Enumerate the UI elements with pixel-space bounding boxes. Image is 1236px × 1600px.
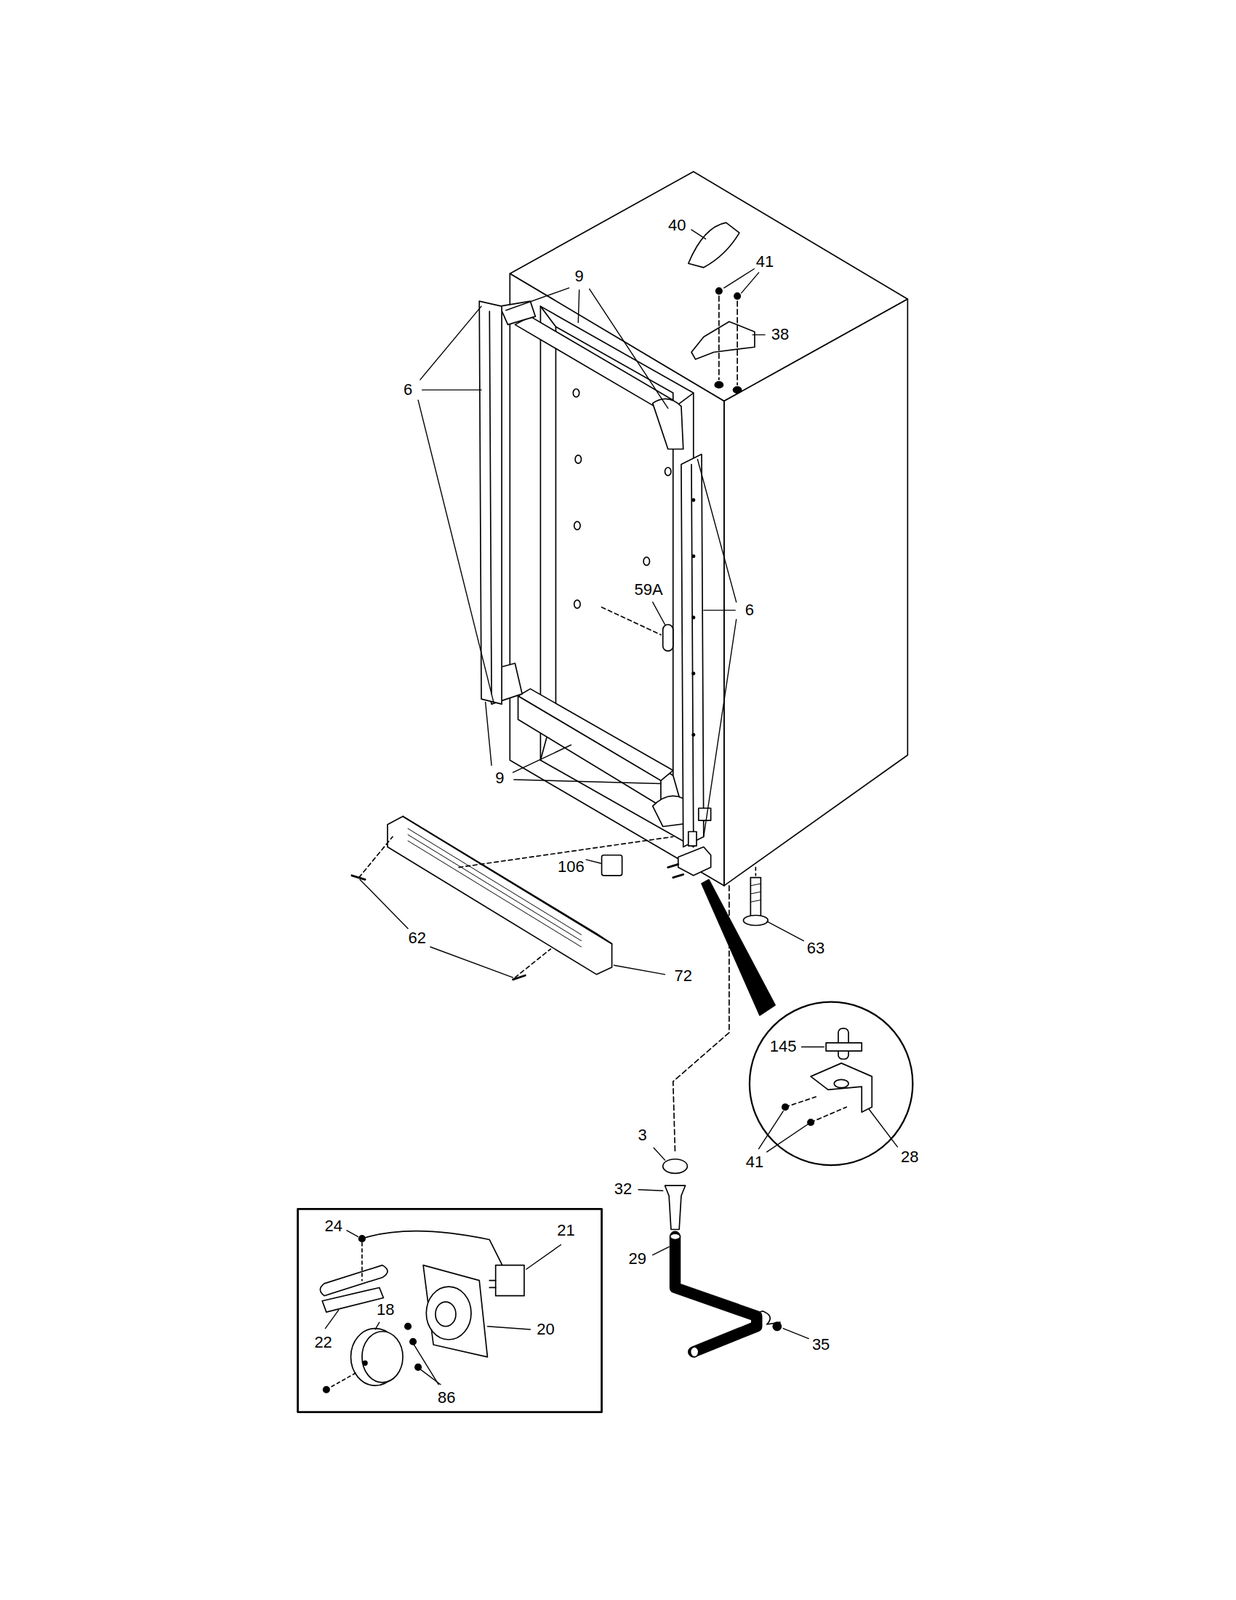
callout-number: 59A [633, 580, 665, 599]
callout-number: 106 [556, 857, 587, 876]
callout-number: 145 [768, 1037, 799, 1055]
callout-number: 6 [402, 380, 414, 399]
callout-number: 38 [769, 325, 791, 344]
callout-number: 24 [322, 1217, 344, 1235]
callout-number: 40 [666, 216, 688, 235]
callout-number: 72 [673, 966, 694, 985]
callout-number: 41 [744, 1153, 765, 1171]
callout-number: 20 [535, 1320, 556, 1338]
callout-number: 3 [636, 1126, 649, 1144]
callout-number: 22 [312, 1333, 333, 1351]
callout-number: 18 [375, 1300, 396, 1319]
callout-number: 21 [555, 1221, 576, 1239]
callout-number: 9 [493, 769, 506, 787]
callout-number: 6 [743, 601, 756, 619]
callout-number: 28 [899, 1148, 920, 1166]
callout-number: 29 [626, 1249, 648, 1268]
callout-number: 86 [436, 1388, 457, 1407]
callout-number: 9 [573, 267, 586, 286]
callout-number: 32 [612, 1180, 634, 1198]
callout-number: 41 [754, 253, 776, 271]
callout-number: 62 [406, 929, 427, 947]
callout-number: 35 [810, 1335, 832, 1354]
callout-number: 63 [805, 939, 826, 957]
